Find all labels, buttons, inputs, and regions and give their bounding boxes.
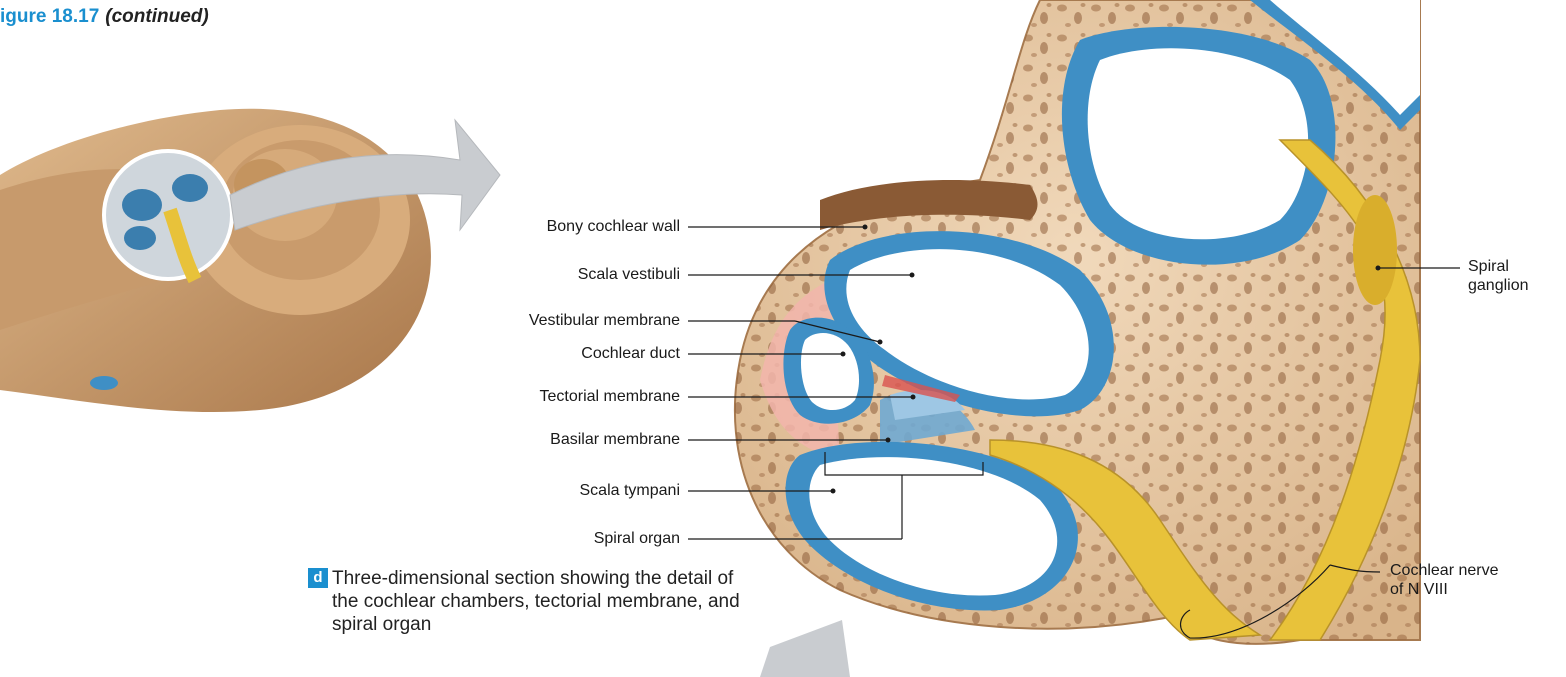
label-cochlear-nerve: Cochlear nerve of N VIII xyxy=(1390,561,1499,599)
label-cochlear-duct: Cochlear duct xyxy=(470,344,680,363)
caption-badge: d xyxy=(308,568,328,588)
label-bony-cochlear-wall: Bony cochlear wall xyxy=(470,217,680,236)
label-scala-tympani: Scala tympani xyxy=(470,481,680,500)
caption-text: Three-dimensional section showing the de… xyxy=(332,568,740,635)
label-basilar-membrane: Basilar membrane xyxy=(440,430,680,449)
cochlea-section xyxy=(735,0,1420,644)
figure-caption: d Three-dimensional section showing the … xyxy=(332,567,762,636)
label-spiral-ganglion: Spiral ganglion xyxy=(1468,257,1529,295)
label-vestibular-membrane: Vestibular membrane xyxy=(440,311,680,330)
label-tectorial-membrane: Tectorial membrane xyxy=(440,387,680,406)
cochlea-overview xyxy=(0,109,500,412)
label-spiral-organ: Spiral organ xyxy=(470,529,680,548)
label-scala-vestibuli: Scala vestibuli xyxy=(470,265,680,284)
